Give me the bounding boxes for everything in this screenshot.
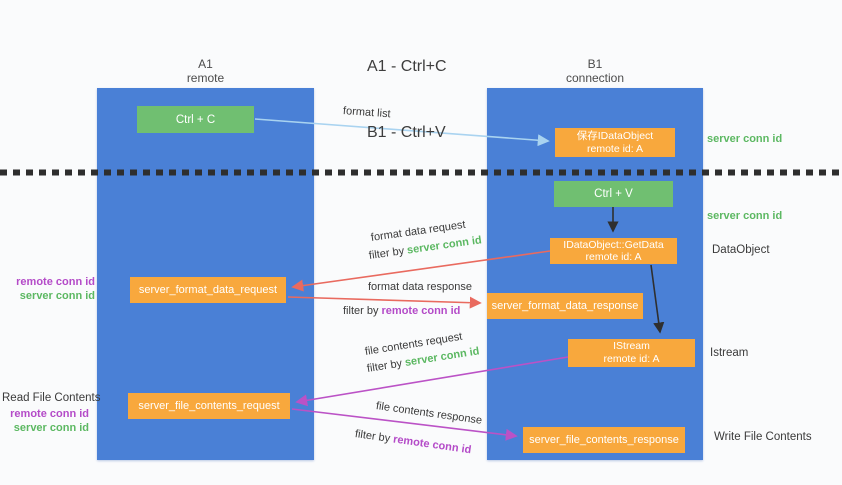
title-line-2: B1 - Ctrl+V [367, 124, 446, 141]
filter-by-text: filter by [343, 305, 382, 317]
getdata-line1: IDataObject::GetData [563, 238, 664, 251]
lane-header-a1: A1 remote [97, 57, 314, 85]
filter-by-text: filter by [354, 428, 394, 446]
getdata-line2: remote id: A [585, 251, 642, 263]
remote-conn-id-key: remote conn id [392, 433, 473, 457]
ctrl-c-label: Ctrl + C [175, 113, 216, 126]
server-conn-id-annotation-left-top: server conn id [19, 290, 95, 302]
lane-a1-id: A1 [198, 57, 213, 71]
server-conn-id-annotation-left-bottom: server conn id [13, 422, 89, 434]
getdata-node: IDataObject::GetData remote id: A [550, 238, 677, 264]
server-format-data-request-label: server_format_data_request [138, 283, 278, 296]
remote-conn-id-annotation-bottom: remote conn id [10, 408, 89, 420]
server-conn-id-annotation-mid: server conn id [707, 210, 783, 222]
file-contents-response-filter-label: filter by remote conn id [354, 428, 472, 456]
ctrl-v-label: Ctrl + V [594, 188, 633, 200]
server-format-data-response-label: server_format_data_response [491, 299, 639, 312]
format-data-response-filter-label: filter by remote conn id [343, 305, 460, 317]
ctrl-v-node: Ctrl + V [554, 181, 673, 207]
istream-line1: IStream [613, 340, 650, 352]
diagram-title: A1 - Ctrl+C B1 - Ctrl+V [367, 12, 447, 188]
server-conn-id-key: server conn id [406, 234, 483, 257]
server-file-contents-request-label: server_file_contents_request [138, 399, 280, 412]
format-data-response-arrow [287, 296, 482, 309]
format-data-response-label: format data response [368, 281, 472, 293]
filter-by-text: filter by [368, 244, 408, 262]
title-line-1: A1 - Ctrl+C [367, 58, 447, 75]
file-contents-response-label: file contents response [375, 400, 483, 427]
ctrl-c-node: Ctrl + C [137, 106, 254, 133]
write-file-contents-annotation: Write File Contents [714, 431, 812, 443]
remote-conn-id-annotation-top: remote conn id [16, 276, 95, 288]
filter-by-text: filter by [366, 357, 406, 375]
istream-line2: remote id: A [603, 353, 660, 365]
server-file-contents-request-node: server_file_contents_request [128, 393, 290, 419]
server-conn-id-annotation-top: server conn id [707, 133, 783, 145]
save-idataobject-line2: remote id: A [586, 142, 644, 155]
server-format-data-response-node: server_format_data_response [487, 293, 643, 319]
server-format-data-request-node: server_format_data_request [130, 277, 286, 303]
read-file-contents-annotation: Read File Contents [2, 392, 101, 404]
istream-node: IStream remote id: A [568, 339, 695, 367]
lane-header-b1: B1 connection [487, 57, 703, 85]
dataobject-annotation: DataObject [712, 244, 770, 256]
format-list-label: format list [342, 105, 391, 121]
server-file-contents-response-node: server_file_contents_response [523, 427, 685, 453]
save-idataobject-node: 保存IDataObject remote id: A [555, 128, 675, 157]
save-idataobject-line1: 保存IDataObject [576, 129, 654, 142]
istream-annotation: Istream [710, 347, 749, 359]
server-file-contents-response-label: server_file_contents_response [529, 433, 679, 446]
lane-b1-name: connection [565, 71, 625, 85]
lane-b1-id: B1 [587, 57, 603, 71]
remote-conn-id-key: remote conn id [381, 305, 461, 317]
lane-a1-name: remote [186, 71, 225, 85]
